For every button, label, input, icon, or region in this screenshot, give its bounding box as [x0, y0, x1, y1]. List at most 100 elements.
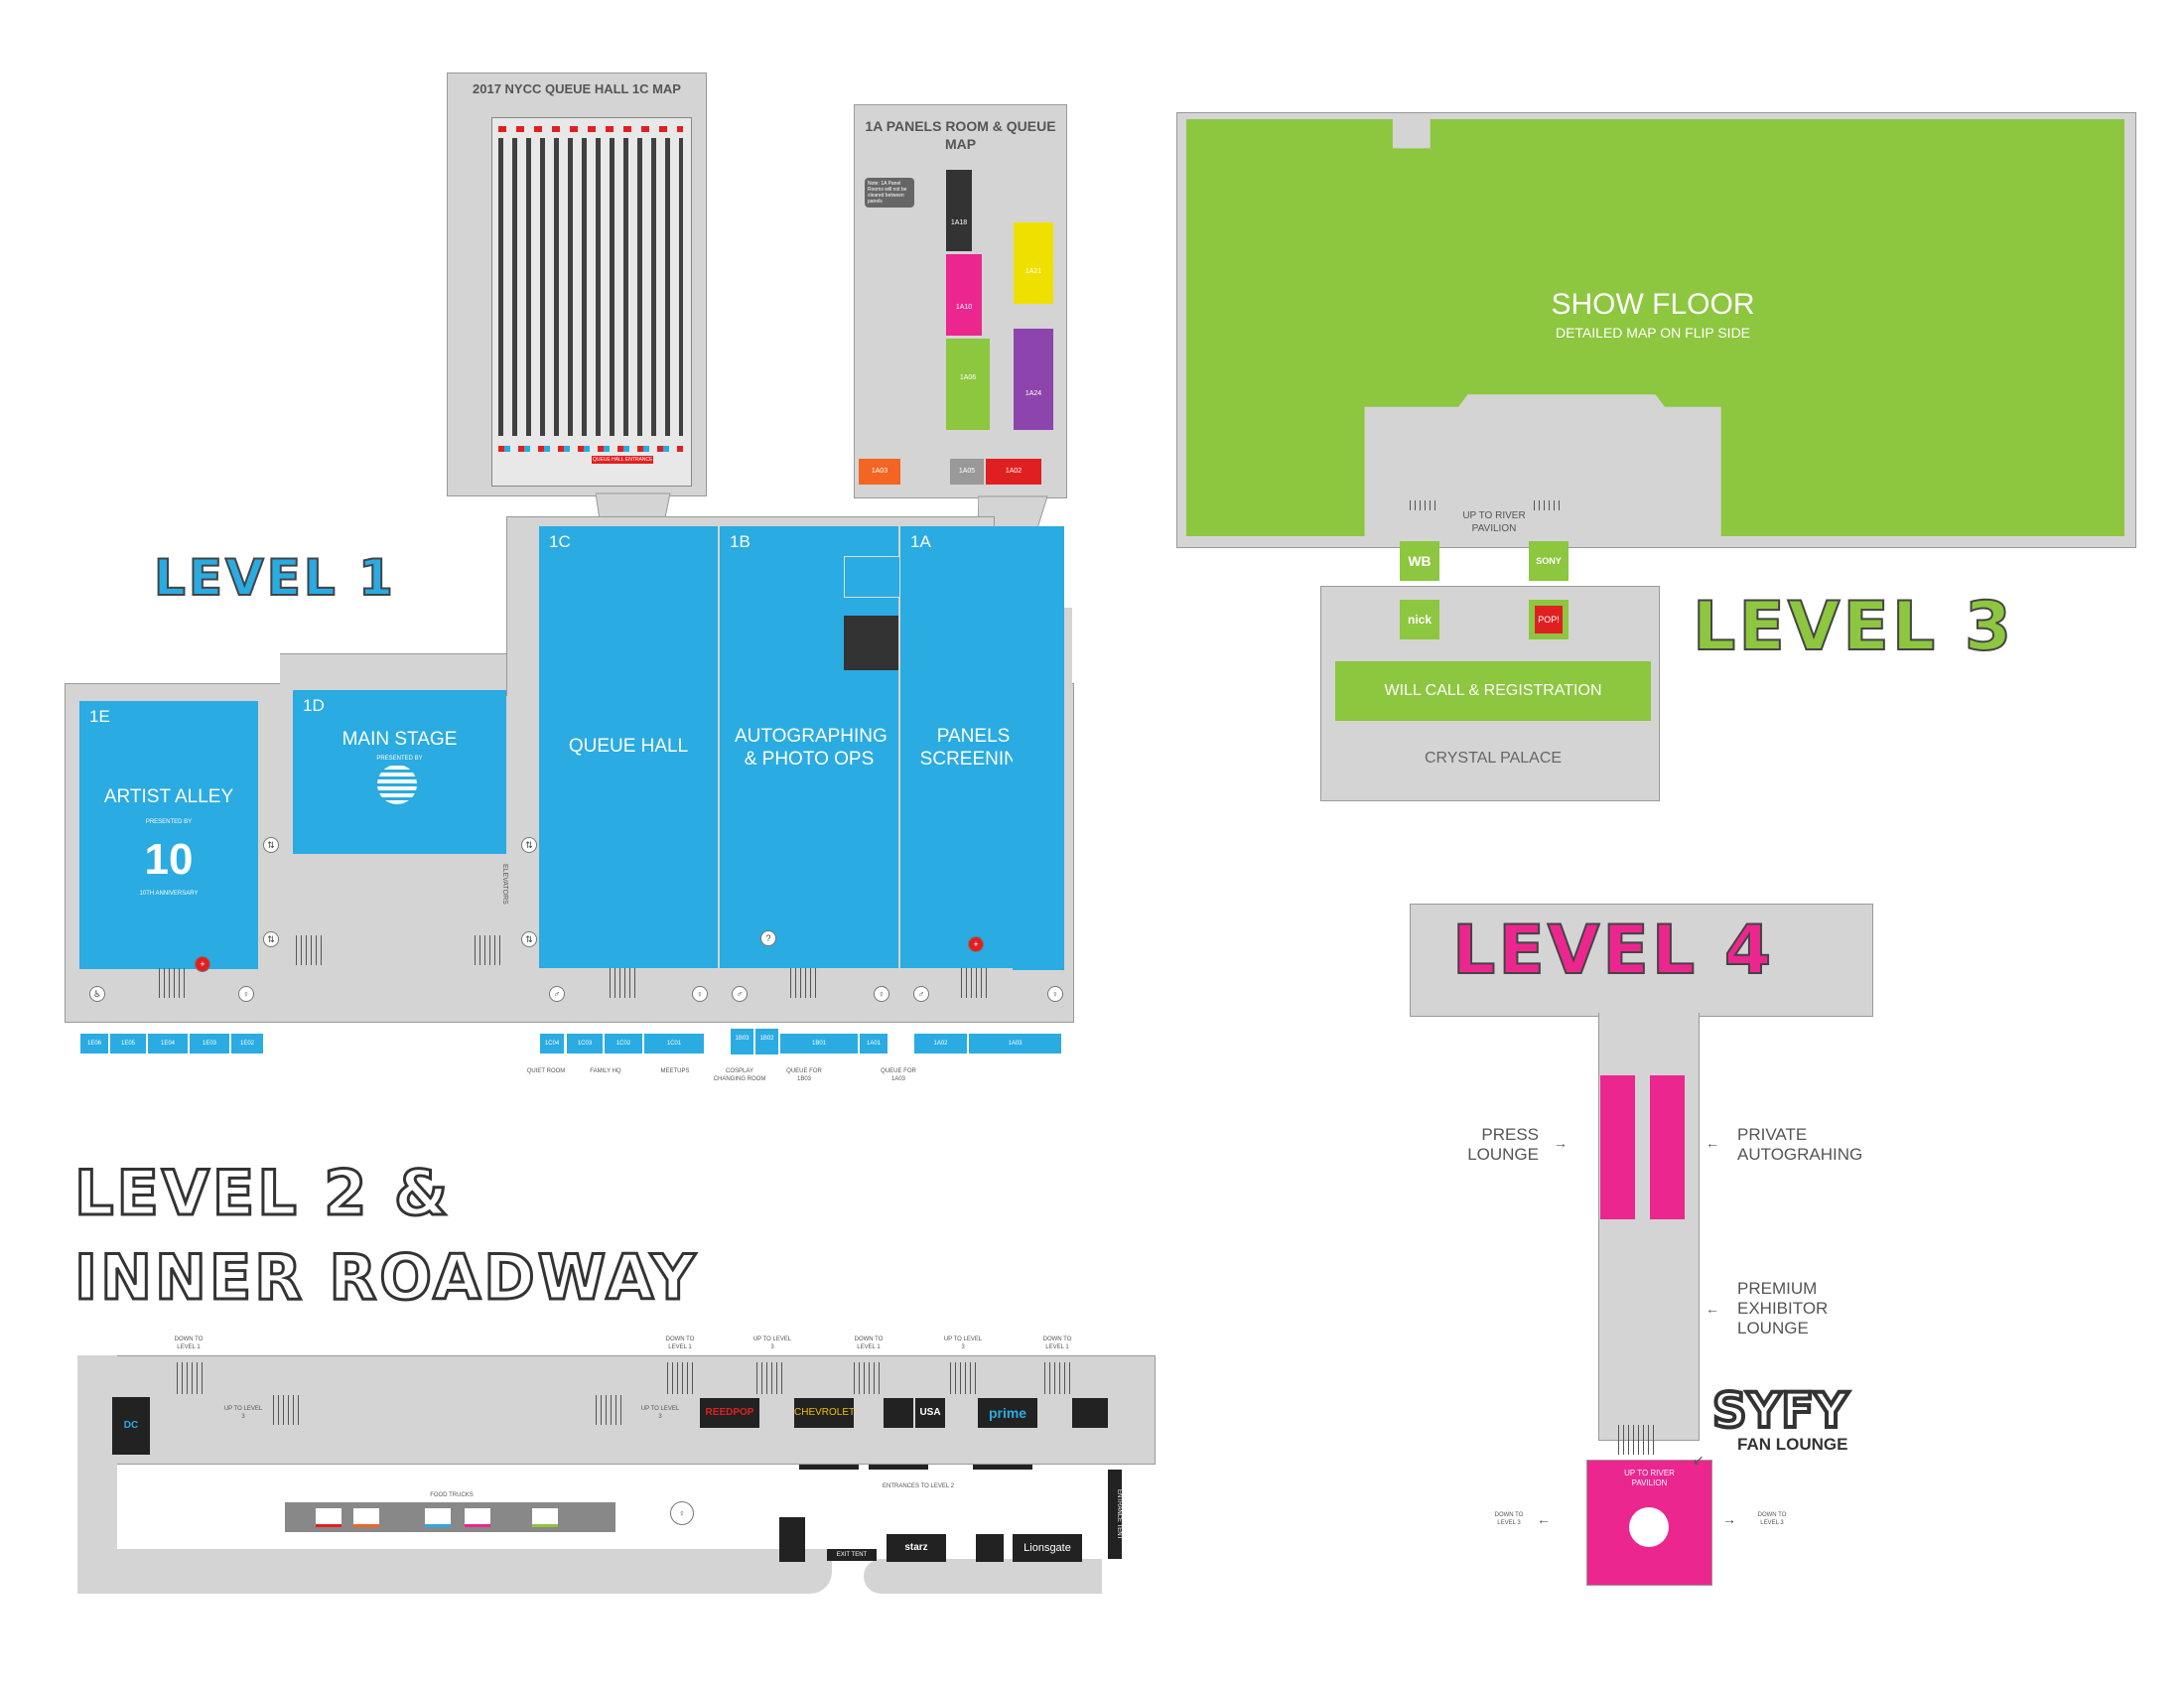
hall-1c-code: 1C — [549, 532, 571, 551]
sponsor-dc: DC — [112, 1397, 150, 1455]
autograph-sponsor-image — [844, 616, 898, 670]
hall-1e: 1E ARTIST ALLEY PRESENTED BY 10 10TH ANN… — [79, 701, 258, 969]
sponsor-booth — [779, 1517, 805, 1562]
queue-map-floor: QUEUE HALL ENTRANCE — [491, 117, 692, 487]
arrow-left-icon: ← — [1537, 1511, 1551, 1527]
up-to-level3-label: UP TO LEVEL 3 — [943, 1336, 983, 1350]
photo-op-booth — [844, 556, 900, 598]
queue-hall-map: 2017 NYCC QUEUE HALL 1C MAP QUEUE HALL E… — [447, 72, 707, 496]
food-truck-icon — [353, 1508, 379, 1527]
room-1c03: 1C03 — [566, 1033, 604, 1055]
queue-1b03-label: QUEUE FOR 1B03 — [786, 1068, 822, 1082]
sponsor-reedpop: REEDPOP — [700, 1398, 759, 1428]
hall-1e-label: ARTIST ALLEY — [103, 786, 234, 807]
elevator-icon: ⇅ — [521, 837, 537, 853]
fan-lounge-center — [1629, 1507, 1669, 1547]
entrance-door — [799, 1465, 859, 1470]
escalator-icon — [596, 1395, 625, 1425]
room-1a03: 1A03 — [859, 459, 900, 485]
sponsor-amc — [884, 1398, 913, 1428]
sponsor-sony: SONY — [1529, 541, 1569, 581]
room-1e06: 1E06 — [79, 1033, 109, 1055]
up-to-level3-label: UP TO LEVEL 3 — [640, 1406, 680, 1420]
down-to-level1-label: DOWN TO LEVEL 1 — [854, 1336, 884, 1350]
syfy-fan-lounge[interactable]: UP TO RIVER PAVILION — [1586, 1460, 1712, 1586]
room-1a24: 1A24 — [1014, 329, 1053, 430]
private-autograph-label: PRIVATE AUTOGRAHING — [1737, 1125, 1863, 1164]
room-1a21: 1A21 — [1014, 222, 1053, 304]
elevators-label: ELEVATORS — [501, 864, 508, 905]
queue-map-title: 2017 NYCC QUEUE HALL 1C MAP — [473, 81, 681, 96]
restroom-icon: ♀ — [874, 986, 889, 1002]
food-trucks-label: FOOD TRUCKS — [430, 1492, 474, 1498]
restroom-icon: ♂ — [549, 986, 565, 1002]
arrow-left-icon: ← — [1706, 1135, 1719, 1151]
arrow-down-left-icon: ↙ — [1693, 1452, 1705, 1468]
room-1a18: 1A18 — [946, 170, 972, 251]
syfy-logo: SYFY — [1710, 1381, 1850, 1441]
elevator-icon: ⇅ — [263, 931, 279, 947]
restroom-icon: ♀ — [1047, 986, 1063, 1002]
down-to-level1-label: DOWN TO LEVEL 1 — [174, 1336, 204, 1350]
hall-1e-code: 1E — [89, 707, 110, 726]
hall-1d: 1D MAIN STAGE PRESENTED BY — [293, 690, 506, 854]
escalator-icon — [950, 1362, 978, 1394]
sponsor-funko: POP! — [1529, 600, 1569, 639]
hall-1d-code: 1D — [303, 696, 325, 715]
queue-1a03-label: QUEUE FOR 1A03 — [881, 1068, 916, 1082]
down-to-level3-right: DOWN TO LEVEL 3 — [1757, 1512, 1787, 1526]
escalator-icon — [1044, 1362, 1072, 1394]
restroom-icon: ♂ — [732, 986, 748, 1002]
sponsor-lionsgate: Lionsgate — [1013, 1534, 1082, 1562]
hall-1c-label: QUEUE HALL — [568, 736, 689, 757]
sponsor-wb: WB — [1400, 541, 1439, 581]
entrance-door — [869, 1465, 928, 1470]
food-truck-icon — [532, 1508, 558, 1527]
sponsor-booth — [976, 1534, 1004, 1562]
escalator-icon — [296, 935, 326, 965]
queue-hall-entrance: QUEUE HALL ENTRANCE — [592, 456, 654, 464]
room-1b03: 1B03 — [730, 1028, 754, 1055]
first-aid-icon: + — [968, 936, 984, 952]
room-1a05: 1A05 — [950, 459, 984, 485]
fan-lounge-label: FAN LOUNGE — [1737, 1435, 1848, 1454]
elevator-icon: ⇅ — [521, 931, 537, 947]
comixology-10-logo: 10 — [144, 835, 194, 884]
queue-arrows-top — [498, 126, 683, 132]
food-truck-icon — [316, 1508, 341, 1527]
restroom-icon: ♀ — [670, 1501, 694, 1525]
arrow-left-icon: ← — [1706, 1301, 1719, 1317]
room-1a02: 1A02 — [986, 459, 1041, 485]
hall-1a-code: 1A — [910, 532, 931, 551]
room-1a02: 1A02 — [913, 1033, 968, 1055]
panels-room-map: 1A PANELS ROOM & QUEUE MAP Note: 1A Pane… — [854, 104, 1067, 498]
show-floor-subtitle: DETAILED MAP ON FLIP SIDE — [1555, 325, 1751, 341]
sponsor-nick: nick — [1400, 600, 1439, 639]
restroom-icon: ♀ — [692, 986, 708, 1002]
level2-title-line1: LEVEL 2 & — [72, 1156, 452, 1231]
entrances-label: ENTRANCES TO LEVEL 2 — [883, 1483, 954, 1489]
escalator-icon — [667, 1362, 695, 1394]
entrance-door — [973, 1465, 1032, 1470]
up-to-level3-label: UP TO LEVEL 3 — [223, 1406, 263, 1420]
level2-title-line2: INNER ROADWAY — [72, 1240, 699, 1316]
room-1e04: 1E04 — [147, 1033, 189, 1055]
hall-1c: 1C QUEUE HALL — [539, 526, 718, 968]
room-1e02: 1E02 — [230, 1033, 264, 1055]
hall-1b-label: AUTOGRAPHING & PHOTO OPS — [735, 726, 887, 770]
sponsor-starz: starz — [887, 1534, 946, 1562]
first-aid-icon: + — [195, 956, 210, 972]
escalator-icon — [177, 1362, 205, 1394]
hall-1b: 1B AUTOGRAPHING & PHOTO OPS — [720, 526, 900, 968]
room-1b01: 1B01 — [779, 1033, 859, 1055]
private-autograph-room — [1650, 1075, 1685, 1219]
sponsor-prime: prime — [978, 1398, 1037, 1428]
room-1e05: 1E05 — [109, 1033, 147, 1055]
down-to-level1-label: DOWN TO LEVEL 1 — [665, 1336, 695, 1350]
main-stage-sponsor: PRESENTED BY — [376, 756, 423, 762]
will-call-registration[interactable]: WILL CALL & REGISTRATION — [1335, 661, 1651, 721]
up-to-level3-label: UP TO LEVEL 3 — [752, 1336, 792, 1350]
escalator-icon — [1618, 1425, 1658, 1455]
artist-alley-sponsor-top: PRESENTED BY — [145, 819, 193, 825]
escalator-icon — [961, 968, 991, 998]
